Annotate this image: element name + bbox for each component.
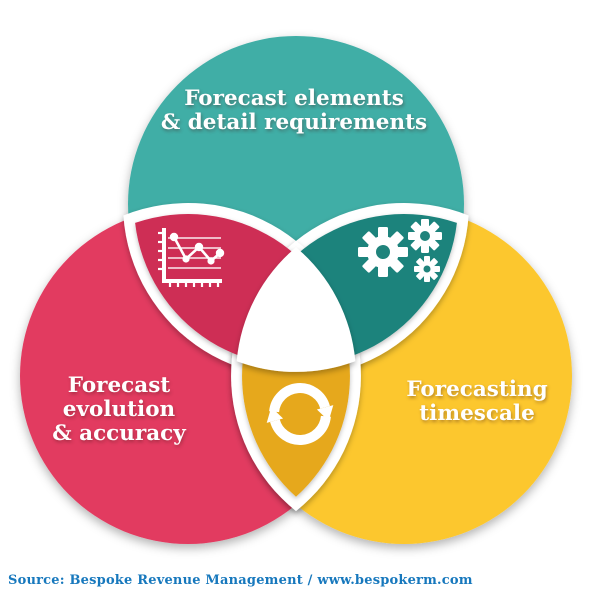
- left-circle-label-line3: & accuracy: [52, 421, 186, 446]
- source-text: Source: Bespoke Revenue Management / www…: [8, 573, 473, 588]
- top-circle-label: Forecast elements & detail requirements: [161, 87, 427, 135]
- right-circle-label: Forecasting timescale: [406, 378, 547, 426]
- gear-hole-medium: [420, 231, 430, 241]
- right-circle-label-line1: Forecasting: [406, 377, 548, 402]
- refresh-icon: [266, 383, 334, 445]
- top-circle-label-line1: Forecast elements: [184, 86, 404, 111]
- gear-hole-small: [423, 265, 431, 273]
- gear-hole-large: [376, 245, 390, 259]
- line-chart-icon: [158, 228, 225, 287]
- top-circle-label-line2: & detail requirements: [160, 110, 428, 135]
- left-circle-label-line2: evolution: [62, 397, 176, 422]
- center-region: [236, 247, 356, 372]
- left-circle-label: Forecast evolution & accuracy: [52, 374, 185, 446]
- right-circle-label-line2: timescale: [419, 401, 535, 426]
- gears-icon: [358, 219, 442, 282]
- left-circle-label-line1: Forecast: [67, 373, 171, 398]
